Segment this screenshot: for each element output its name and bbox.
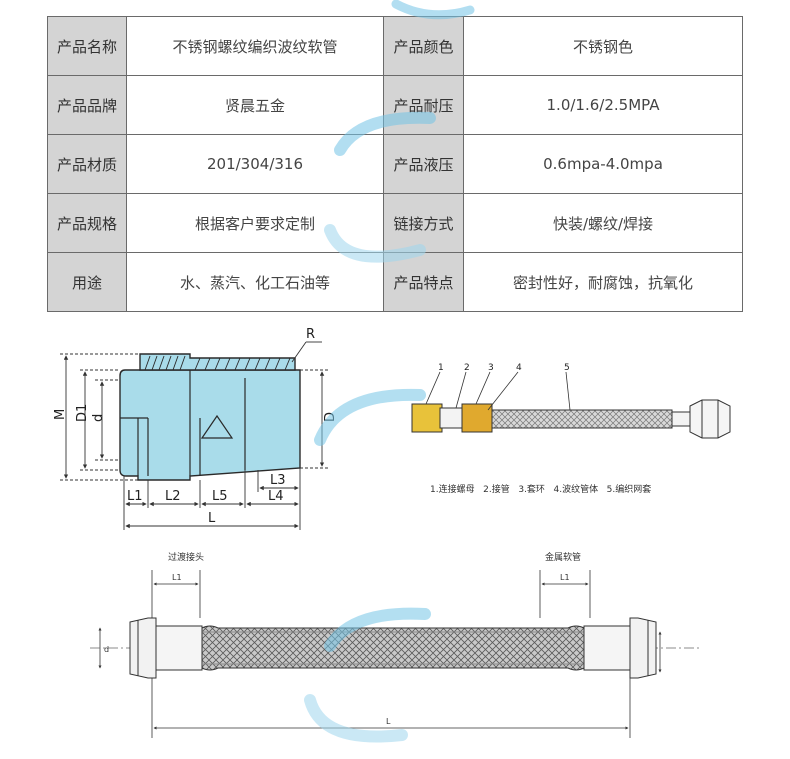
spec-value: 1.0/1.6/2.5MPA	[463, 75, 743, 135]
dim-label-M: M	[53, 409, 68, 420]
spec-value: 201/304/316	[126, 134, 384, 194]
callout-5: 5	[564, 363, 570, 373]
spec-label: 产品品牌	[47, 75, 127, 135]
spec-value: 不锈钢螺纹编织波纹软管	[126, 16, 384, 76]
connector-nut	[411, 403, 443, 433]
left-fitting	[155, 625, 203, 671]
table-row: 产品规格 根据客户要求定制 链接方式 快装/螺纹/焊接	[47, 193, 743, 253]
fitting-body	[119, 353, 301, 481]
hose-callout-lines	[425, 371, 571, 411]
spec-value: 快装/螺纹/焊接	[463, 193, 743, 253]
assembly-drawing: 过渡接头 金属软管 L1 L1 d L	[90, 551, 700, 738]
assembly-braided-hose	[201, 625, 585, 671]
braided-hose	[491, 409, 673, 429]
table-row: 产品品牌 贤晨五金 产品耐压 1.0/1.6/2.5MPA	[47, 75, 743, 135]
end-tube	[671, 411, 691, 427]
end-nut	[689, 399, 731, 439]
spec-value: 水、蒸汽、化工石油等	[126, 252, 384, 312]
dim-label-L4: L4	[268, 489, 284, 504]
dim-label-L5: L5	[212, 489, 228, 504]
spec-label: 产品材质	[47, 134, 127, 194]
dim-label-L1: L1	[127, 489, 143, 504]
assembly-dim-L: L	[386, 717, 391, 726]
fitting-dim-labels: R M D1 d D L1 L2 L5 L3 L4 L	[53, 327, 338, 526]
assembly-dim-L1-right: L1	[560, 573, 570, 582]
assembly-parts	[129, 617, 657, 679]
spec-label: 产品颜色	[383, 16, 464, 76]
callout-2: 2	[464, 363, 470, 373]
spec-value: 贤晨五金	[126, 75, 384, 135]
spec-table: 产品名称 不锈钢螺纹编织波纹软管 产品颜色 不锈钢色 产品品牌 贤晨五金 产品耐…	[47, 16, 743, 312]
callout-4: 4	[516, 363, 522, 373]
fitting-dimension-lines	[60, 341, 330, 530]
hose-legend: 1.连接螺母 2.接管 3.套环 4.波纹管体 5.编织网套	[430, 483, 651, 495]
dim-label-L3: L3	[270, 473, 286, 488]
spec-label: 产品规格	[47, 193, 127, 253]
dim-label-L2: L2	[165, 489, 181, 504]
right-fitting	[583, 625, 631, 671]
fitting-internal-lines	[120, 370, 246, 476]
spec-label: 产品耐压	[383, 75, 464, 135]
dim-label-D1: D1	[75, 404, 90, 422]
callout-1: 1	[438, 363, 444, 373]
spec-value: 根据客户要求定制	[126, 193, 384, 253]
hose-section-drawing: 1 2 3 4 5 1.连接螺母 2.接管 3.套环 4.波纹管体 5.编织网套	[411, 363, 731, 495]
dim-label-L: L	[208, 511, 216, 526]
collar-ring	[461, 403, 493, 433]
spec-label: 产品名称	[47, 16, 127, 76]
spec-label: 用途	[47, 252, 127, 312]
assembly-label-left: 过渡接头	[168, 551, 204, 563]
spec-label: 产品特点	[383, 252, 464, 312]
thread-hatch	[144, 355, 291, 371]
dim-label-d: d	[91, 414, 106, 422]
spec-value: 密封性好，耐腐蚀，抗氧化	[463, 252, 743, 312]
table-row: 产品名称 不锈钢螺纹编织波纹软管 产品颜色 不锈钢色	[47, 16, 743, 76]
spec-label: 产品液压	[383, 134, 464, 194]
dim-label-D: D	[323, 412, 338, 422]
spec-label: 链接方式	[383, 193, 464, 253]
assembly-dim-d: d	[104, 645, 109, 654]
assembly-label-right: 金属软管	[545, 551, 581, 563]
dim-label-R: R	[306, 327, 315, 342]
hose-callouts: 1 2 3 4 5	[438, 363, 570, 373]
spec-value: 不锈钢色	[463, 16, 743, 76]
hose-assembly	[411, 399, 731, 439]
callout-3: 3	[488, 363, 494, 373]
fitting-dimension-drawing: R M D1 d D L1 L2 L5 L3 L4 L	[53, 327, 338, 530]
spec-value: 0.6mpa-4.0mpa	[463, 134, 743, 194]
left-nut	[129, 617, 157, 679]
right-nut	[629, 617, 657, 679]
assembly-dim-L1-left: L1	[172, 573, 182, 582]
table-row: 用途 水、蒸汽、化工石油等 产品特点 密封性好，耐腐蚀，抗氧化	[47, 252, 743, 312]
table-row: 产品材质 201/304/316 产品液压 0.6mpa-4.0mpa	[47, 134, 743, 194]
